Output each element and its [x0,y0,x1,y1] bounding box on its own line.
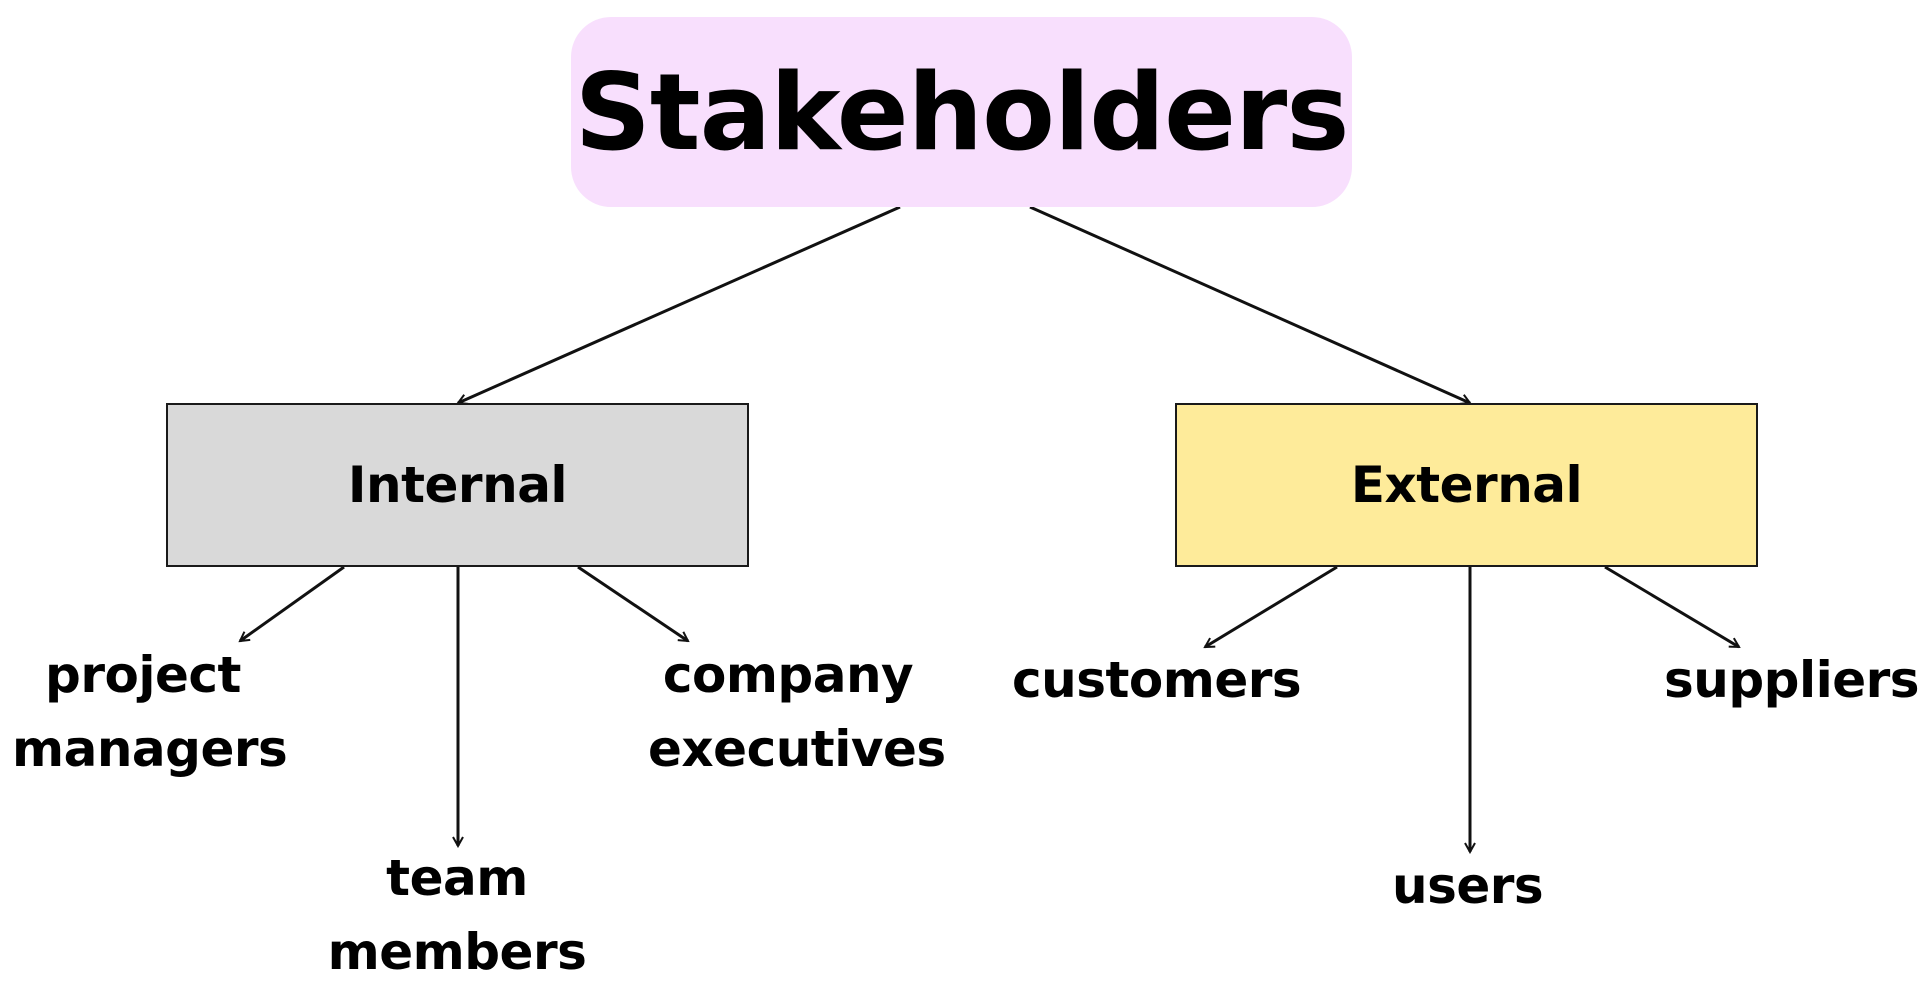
arrow-internal-to-project-managers [240,565,345,643]
category-node-internal: Internal [166,403,749,567]
arrow-root-to-external [1029,205,1470,403]
arrow-external-to-suppliers [1604,565,1739,649]
leaf-label-line: team [386,849,528,907]
leaf-customers: customers [1012,643,1302,717]
leaf-users: users [1392,849,1544,923]
leaf-label-line: project [45,646,241,704]
leaf-project-managers: project managers [12,638,288,786]
root-node-stakeholders: Stakeholders [571,17,1352,207]
arrow-internal-to-company-executives [577,565,688,643]
leaf-label-line: users [1392,857,1544,915]
leaf-company-executives: company executives [648,638,946,786]
leaf-label-line: company [662,646,914,704]
leaf-label-line: executives [648,720,946,778]
leaf-label-line: managers [12,720,288,778]
leaf-label-line: customers [1012,651,1302,709]
arrow-root-to-internal [458,205,901,403]
arrow-external-to-customers [1205,565,1338,649]
leaf-label-line: suppliers [1664,651,1920,709]
category-node-external: External [1175,403,1758,567]
leaf-label-line: members [327,923,587,981]
leaf-suppliers: suppliers [1664,643,1920,717]
leaf-team-members: team members [327,841,587,989]
